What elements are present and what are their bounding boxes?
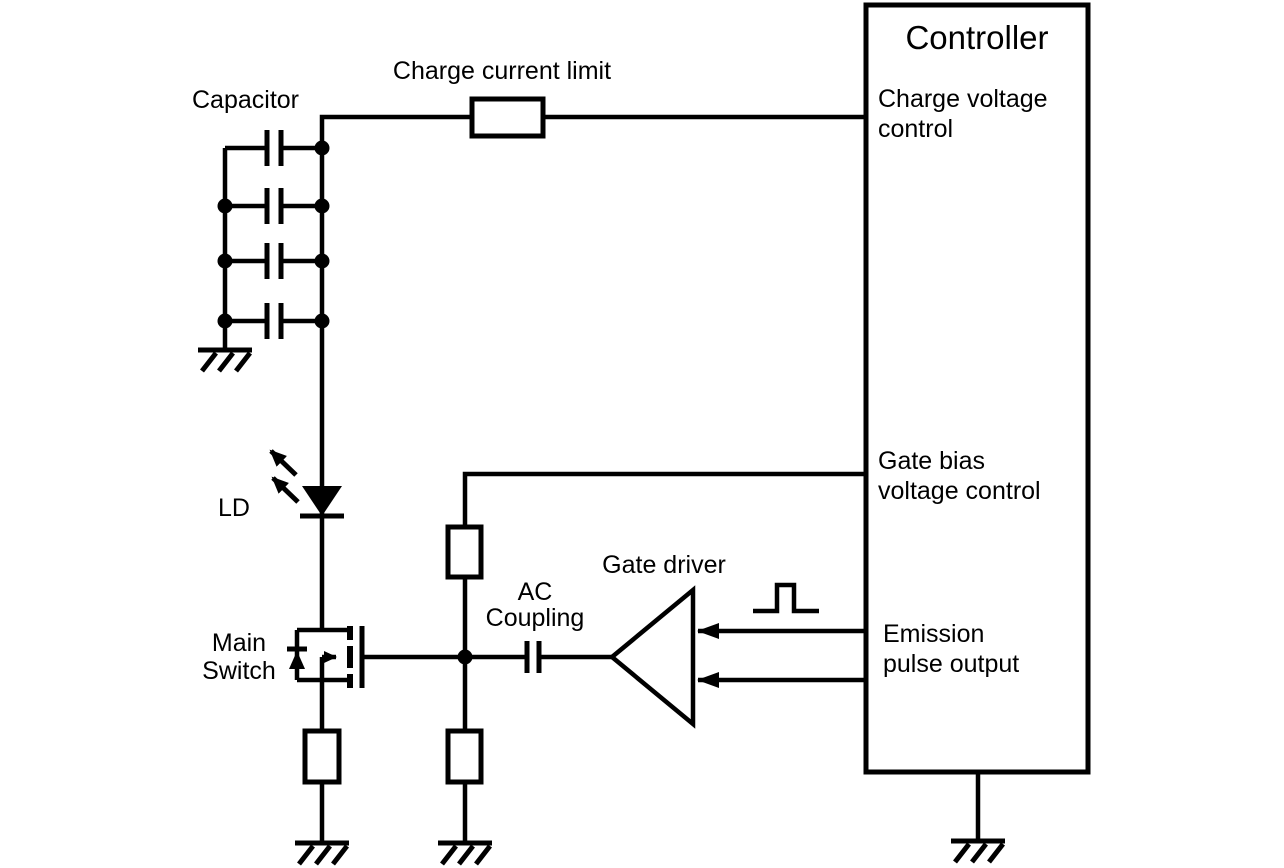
gate-driver-triangle [608,585,696,729]
charge-current-limit-resistor [469,96,546,139]
ac-coupling-label: AC Coupling [486,579,585,631]
gate-pulldown-resistor [445,728,484,785]
ld-label: LD [218,494,250,522]
laser-diode-symbol [269,449,344,519]
main-switch-label: Main Switch [202,629,276,685]
capacitor-label: Capacitor [192,86,299,114]
gate-driver-label: Gate driver [602,551,726,579]
body-diode [289,651,305,669]
light-emission-arrows-icon [269,449,300,504]
gate-bias-voltage-control-port-label: Gate bias voltage control [878,446,1041,506]
ground-symbol-controller [951,838,1005,864]
wire-charge-path [319,114,866,630]
pulse-waveform-icon [753,582,819,614]
wire-capacitor-rows [225,145,322,324]
emission-pulse-arrows [697,623,866,688]
ac-coupling-label-line2: Coupling [485,604,585,632]
charge-port-line1: Charge voltage [878,85,1048,113]
emission-port-line2: pulse output [883,650,1020,678]
wire-gate-bias [462,471,866,527]
controller-box [863,2,1091,775]
charge-port-line2: control [878,115,954,143]
gate-bias-resistor [445,524,484,580]
ground-symbol-source [295,840,349,866]
emission-port-line1: Emission [883,620,985,648]
charge-current-limit-label: Charge current limit [392,57,612,85]
charge-voltage-control-port-label: Charge voltage control [878,84,1048,144]
capacitor-bank-symbol [264,130,284,339]
main-switch-label-line2: Switch [202,657,276,685]
ground-symbol-gate [438,840,492,866]
main-switch-label-line1: Main [211,629,267,657]
ac-coupling-label-line1: AC [517,578,553,606]
junction-dots [217,140,473,665]
gate-bias-port-line2: voltage control [878,477,1041,505]
ac-coupling-capacitor-symbol [524,641,542,673]
main-switch-mosfet-symbol [287,626,365,688]
controller-title: Controller [905,19,1049,56]
wires [222,114,981,843]
emission-pulse-output-port-label: Emission pulse output [883,619,1019,679]
source-sense-resistor [302,728,342,785]
ground-symbol-capacitor [198,347,252,373]
gate-bias-port-line1: Gate bias [878,447,986,475]
